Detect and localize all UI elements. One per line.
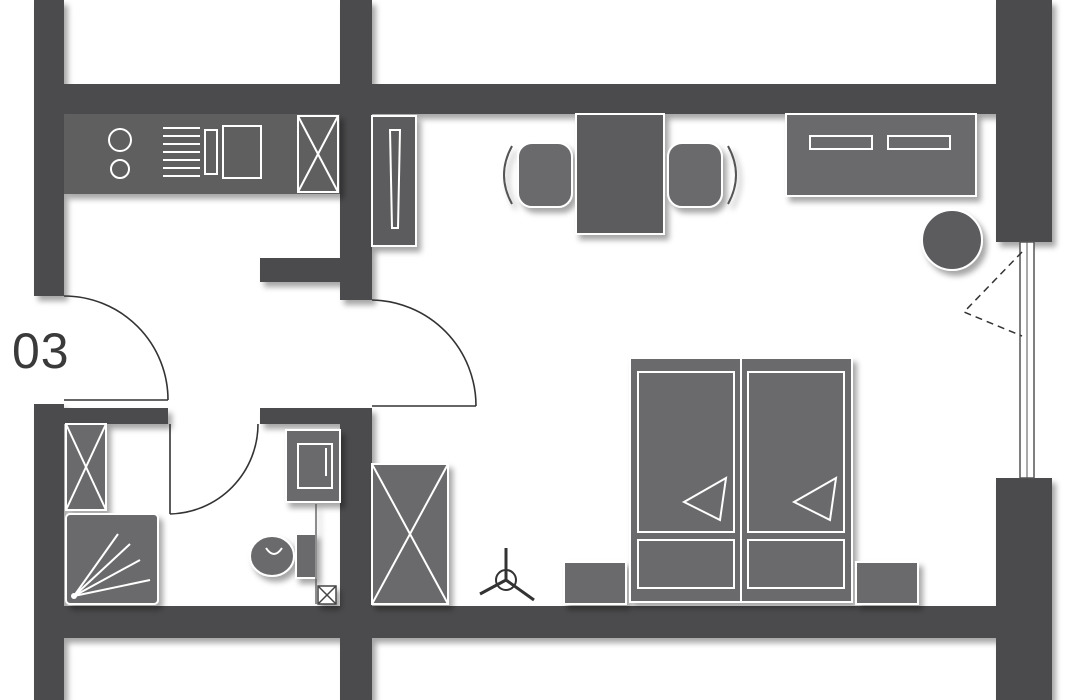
room-door-swing xyxy=(371,299,477,407)
washbasin-icon xyxy=(285,429,341,503)
plant-icon xyxy=(921,209,983,271)
wall-kitchen-stub xyxy=(260,258,342,282)
kitchen-counter xyxy=(64,114,340,194)
wall-bath-top-left xyxy=(62,408,168,424)
stove-icon xyxy=(108,128,132,179)
bathroom-door-swing xyxy=(169,423,259,515)
wall-bottom xyxy=(34,606,1052,638)
shower-icon xyxy=(65,513,159,605)
bathroom xyxy=(65,423,341,605)
kitchenette xyxy=(64,114,417,247)
wall-top xyxy=(34,84,1052,114)
wall-left-upper xyxy=(34,0,64,296)
wall-middle-lower xyxy=(340,408,372,700)
nightstand-icon xyxy=(855,561,919,605)
wall-right-upper xyxy=(996,0,1052,242)
cabinet-icon xyxy=(371,115,417,247)
sofa-icon xyxy=(785,113,977,197)
dining-area xyxy=(503,113,737,235)
cabinet-icon xyxy=(65,423,107,511)
vent-icon xyxy=(317,585,337,605)
walls xyxy=(34,0,1052,700)
wall-middle-upper xyxy=(340,0,372,300)
unit-number-label: 03 xyxy=(12,323,70,379)
chair-icon xyxy=(503,142,573,208)
nightstand-icon xyxy=(563,561,627,605)
double-bed-icon xyxy=(629,357,853,603)
wall-right-lower xyxy=(996,478,1052,700)
refrigerator-icon xyxy=(297,115,339,193)
balcony-door xyxy=(962,241,1035,479)
dining-table-icon xyxy=(575,113,665,235)
chair-icon xyxy=(667,142,737,208)
doors xyxy=(63,295,477,515)
wall-left-lower xyxy=(34,404,64,700)
cabinet-icon xyxy=(371,463,449,605)
sink-icon xyxy=(163,125,262,179)
toilet-icon xyxy=(249,533,317,579)
bedroom-furniture xyxy=(563,357,919,605)
entrance-door-swing xyxy=(63,295,169,401)
ceiling-fan-icon xyxy=(479,548,535,602)
wall-bath-top-right xyxy=(260,408,342,424)
